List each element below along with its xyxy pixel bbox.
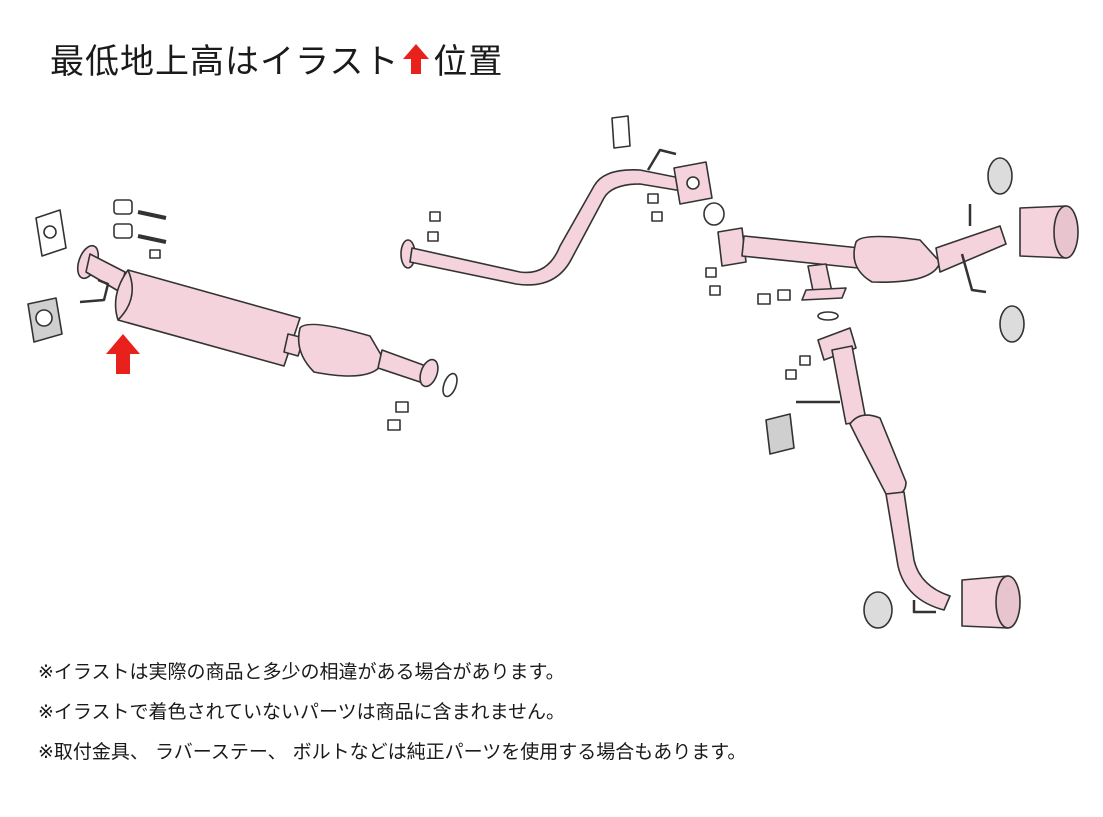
front-muffler-assembly [76,244,458,398]
note-line: ※イラストは実際の商品と多少の相違がある場合があります。 [38,661,565,683]
title-text-after: 位置 [433,42,504,82]
mid-pipe [400,148,725,286]
note-line: ※イラストで着色されていないパーツは商品に含まれません。 [38,701,566,723]
rubber-mounts-right [863,157,1025,629]
page-title: 最低地上高はイラスト 位置 [50,34,503,83]
notes: ※イラストは実際の商品と多少の相違がある場合があります。 ※イラストで着色されて… [38,652,746,772]
ground-clearance-marker-arrow [106,334,140,374]
red-up-arrow-icon [403,43,430,74]
center-hardware [427,115,811,455]
title-text-before: 最低地上高はイラスト [50,42,400,82]
rear-upper-section [717,204,1079,321]
left-hardware [27,199,409,431]
note-line: ※取付金具、 ラバーステー、 ボルトなどは純正パーツを使用する場合もあります。 [38,741,747,763]
rear-lower-section [796,327,1021,629]
exhaust-system-diagram [27,115,1079,629]
